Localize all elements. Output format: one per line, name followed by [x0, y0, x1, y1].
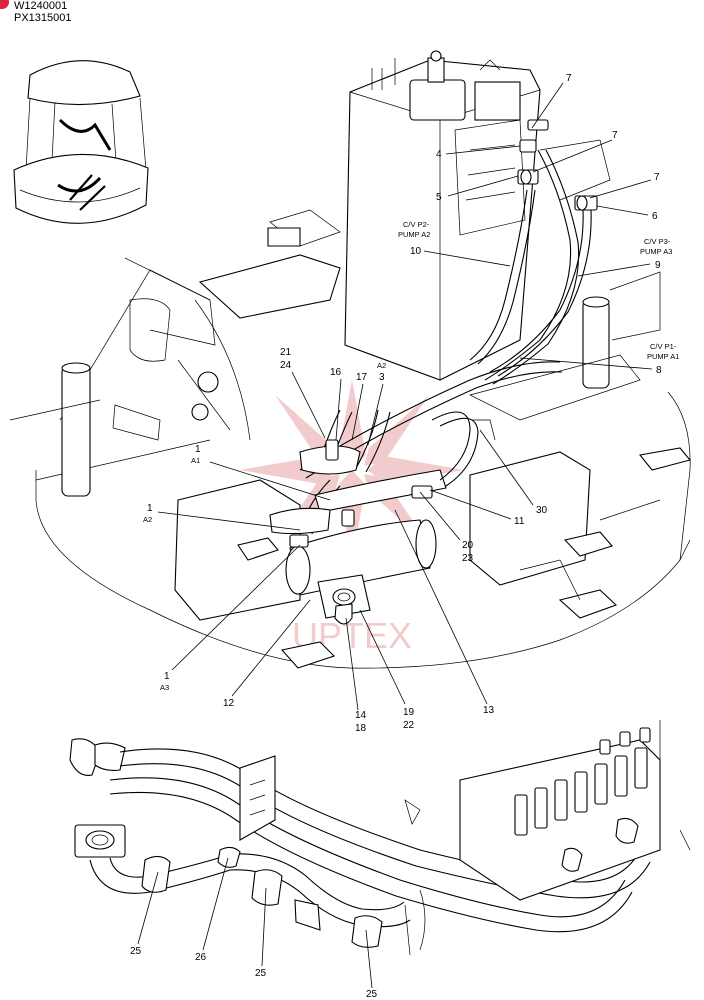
lower-detail-view — [69, 720, 691, 956]
callout-1-a1: 1 — [195, 444, 201, 455]
callout-25: 25 — [366, 989, 378, 1000]
callout-a2-top: A2 — [377, 361, 386, 370]
callout-10: 10 — [410, 246, 422, 257]
callout-cv-p3-line2: PUMP A3 — [640, 247, 672, 256]
callout-18: 18 — [355, 723, 367, 734]
callout-12: 12 — [223, 698, 235, 709]
callout-cv-p2-line2: PUMP A2 — [398, 230, 430, 239]
leader-lines — [137, 82, 653, 989]
callout-a2-bottom: A2 — [143, 515, 152, 524]
callout-7: 7 — [612, 130, 618, 141]
callout-26: 26 — [195, 952, 207, 963]
callout-7: 7 — [654, 172, 660, 183]
callout-4: 4 — [436, 149, 442, 160]
callout-labels: 7 7 7 4 5 6 C/V P2- PUMP A2 10 C/V P3- P… — [130, 73, 679, 1000]
callout-1-a2: 1 — [147, 503, 153, 514]
callout-6: 6 — [652, 211, 658, 222]
callout-11: 11 — [514, 516, 525, 527]
upper-frame — [9, 209, 691, 669]
callout-3: 3 — [379, 372, 385, 383]
callout-21: 21 — [280, 347, 292, 358]
callout-8: 8 — [656, 365, 662, 376]
part-code-secondary: PX1315001 — [14, 12, 72, 24]
callout-30: 30 — [536, 505, 548, 516]
callout-25: 25 — [130, 946, 142, 957]
callout-24: 24 — [280, 360, 292, 371]
callout-13: 13 — [483, 705, 495, 716]
inset-cab-thumbnail — [13, 60, 149, 224]
callout-7: 7 — [566, 73, 572, 84]
part-code-primary: W1240001 — [14, 0, 68, 12]
callout-cv-p1-line2: PUMP A1 — [647, 352, 679, 361]
valve-spools — [514, 727, 651, 836]
callout-cv-p1-line1: C/V P1- — [650, 342, 677, 351]
control-valve-assembly — [344, 50, 611, 381]
callout-a3: A3 — [160, 683, 169, 692]
marker-badge-icon — [0, 0, 9, 9]
callout-22: 22 — [403, 720, 415, 731]
callout-17: 17 — [356, 372, 368, 383]
callout-a1: A1 — [191, 456, 200, 465]
callout-5: 5 — [436, 192, 442, 203]
callout-cv-p2-line1: C/V P2- — [403, 220, 430, 229]
callout-16: 16 — [330, 367, 342, 378]
callout-1-a3: 1 — [164, 671, 170, 682]
valve-fittings — [517, 119, 598, 211]
callout-9: 9 — [655, 260, 661, 271]
callout-14: 14 — [355, 710, 367, 721]
callout-cv-p3-line1: C/V P3- — [644, 237, 671, 246]
main-pipe-assembly — [269, 361, 563, 625]
callout-19: 19 — [403, 707, 415, 718]
callout-20: 20 — [462, 540, 474, 551]
callout-25: 25 — [255, 968, 267, 979]
callout-23: 23 — [462, 553, 474, 564]
